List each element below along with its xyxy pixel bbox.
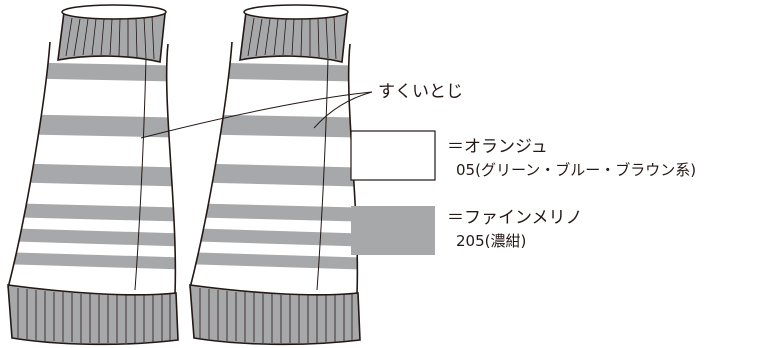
legend-item-1-name: ＝オランジュ: [447, 137, 548, 157]
right-top-opening: [243, 4, 349, 20]
right-bottom-ribs: [199, 288, 353, 343]
right-seam-line: [316, 57, 329, 291]
legend-swatch-white: [350, 130, 436, 181]
callout-label: すくいとじ: [378, 82, 463, 102]
callout-line-right: [313, 91, 373, 129]
left-body-stripes: [8, 42, 176, 294]
right-top-ribs: [247, 15, 337, 60]
left-top-ribs: [65, 15, 155, 60]
left-bottom-cuff: [7, 284, 179, 346]
left-leg-warmer: [7, 4, 179, 346]
callout-leader-lines: [140, 91, 373, 139]
legend-swatch-gray: [351, 206, 435, 255]
left-top-opening: [61, 4, 167, 20]
right-leg-warmer: [189, 4, 361, 346]
right-outline-left: [189, 41, 233, 289]
left-outline-left: [7, 41, 51, 289]
right-bottom-cuff: [189, 284, 361, 346]
legend-item-1-code: 05(グリーン・ブルー・ブラウン系): [456, 161, 697, 179]
left-outline-right: [165, 43, 177, 295]
callout-line-left: [140, 91, 373, 139]
left-seam-line: [134, 57, 147, 291]
legend-item-2-code: 205(濃紺): [456, 232, 527, 250]
right-body-stripes: [190, 42, 358, 294]
left-bottom-ribs: [17, 288, 171, 343]
legend-item-2-name: ＝ファインメリノ: [447, 208, 583, 228]
